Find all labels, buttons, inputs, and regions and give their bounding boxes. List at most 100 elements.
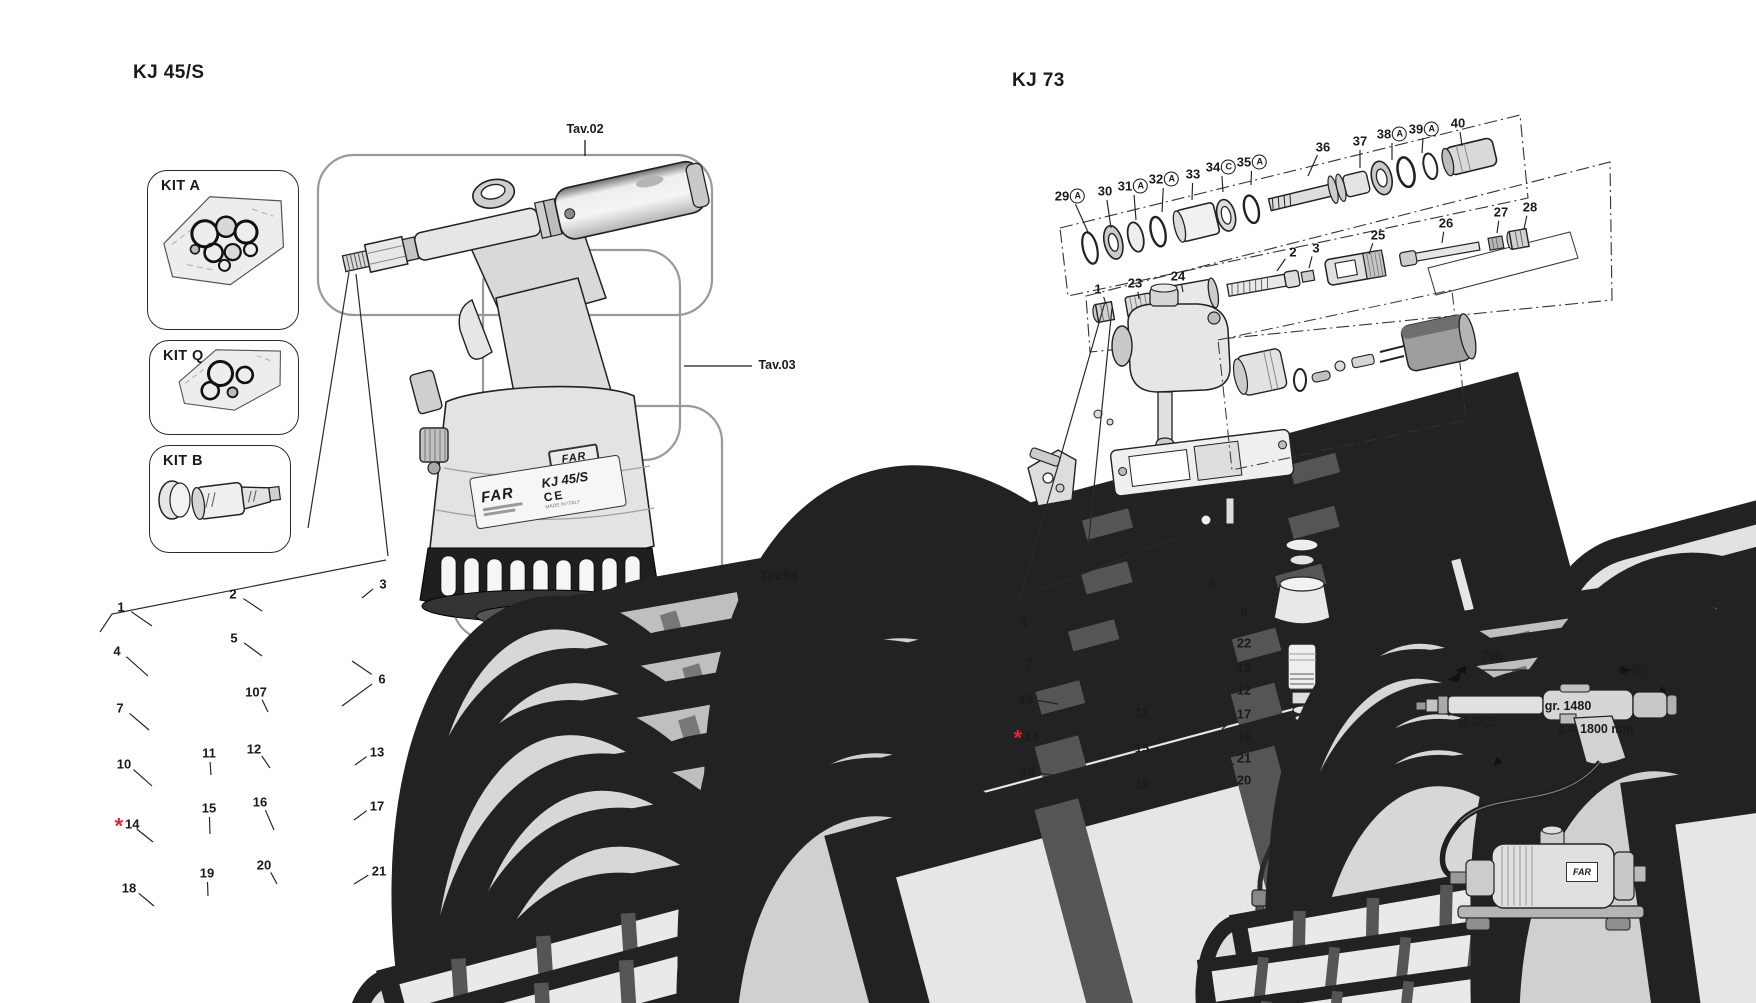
leader-line: [264, 809, 275, 831]
label-text: 2: [229, 586, 237, 602]
leader-line: [243, 642, 263, 657]
leader-line: [1523, 215, 1528, 230]
kit-a-label: KIT A: [161, 178, 201, 194]
kj73-column-part-6: 6: [1240, 606, 1247, 619]
kj45-part-2: 2: [229, 588, 236, 601]
leader-line: [138, 892, 155, 907]
leader-line: [1441, 231, 1445, 244]
label-text: 11: [1135, 704, 1149, 720]
label-text: gr. 1480: [1544, 699, 1592, 713]
leader-line: [341, 683, 373, 707]
leader-line: [136, 828, 154, 843]
kj45-part-11: 11: [202, 747, 216, 760]
kj73-column-part-7: 7: [1025, 658, 1032, 671]
leader-line: [1133, 194, 1137, 221]
label-text: 16: [1236, 728, 1252, 744]
label-text: 11: [202, 745, 216, 761]
kj73-part-28: 28: [1523, 201, 1537, 214]
kj45-title: KJ 45/S: [133, 62, 205, 83]
kj45-part-5: 5: [230, 632, 237, 645]
leader-line: [353, 874, 369, 885]
tav-label-03: Tav.03: [758, 358, 796, 372]
label-text: 7: [1025, 656, 1033, 672]
leader-line: [1074, 203, 1089, 233]
leader-line: [353, 810, 368, 821]
kj73-upper-row: [1081, 137, 1498, 265]
kj45-part-7: 7: [116, 702, 123, 715]
leader-line: [133, 769, 153, 787]
label-text: 34: [1205, 159, 1221, 175]
kj73-part-40: 40: [1451, 117, 1465, 130]
circled-letter-A: A: [1424, 121, 1440, 137]
label-text: 107: [245, 684, 267, 700]
label-text: 17: [1236, 706, 1252, 722]
label-text: 15: [201, 800, 217, 816]
leader-line: [261, 699, 269, 713]
label-text: 10: [116, 756, 132, 772]
label-text: 23: [1127, 275, 1143, 291]
kit-q-label: KIT Q: [163, 348, 204, 364]
kj73-part-23: 23: [1128, 277, 1142, 290]
circled-letter-A: A: [1164, 171, 1180, 187]
leader-line: [1037, 699, 1059, 705]
kj73-column-part-18: 18: [1021, 766, 1035, 779]
label-text: 12: [1236, 682, 1252, 698]
leader-line: [1307, 154, 1319, 177]
kj73-part-33: 33: [1186, 168, 1200, 181]
kj45-part-3: 3: [379, 578, 386, 591]
label-text: 24: [1170, 268, 1186, 284]
leader-line: [125, 656, 149, 677]
label-text: 17: [369, 798, 385, 814]
label-text: 30: [1097, 183, 1113, 199]
kj45-part-1: 1: [117, 601, 124, 614]
kj73-part-2: 2: [1289, 246, 1296, 259]
label-text: 13: [369, 744, 385, 760]
label-text: 27: [1493, 204, 1509, 220]
kj45-part-17: 17: [370, 800, 384, 813]
tav-label-04: Tav.04: [760, 569, 798, 583]
label-text: 26: [1438, 215, 1454, 231]
leader-line: [361, 588, 374, 599]
kj73-part-30: 30: [1098, 185, 1112, 198]
kj73-column-part-16: 16: [1237, 730, 1251, 743]
leader-line: [1308, 256, 1313, 269]
circled-letter-A: A: [1252, 154, 1268, 170]
leader-line: [1223, 644, 1233, 649]
label-text: 4: [113, 643, 121, 659]
kj45-part-13: 13: [370, 746, 384, 759]
label-text: Ø 28,5: [1458, 715, 1496, 729]
kit-q-illustration: [178, 349, 282, 411]
dimension-Ø 50: Ø 50: [1618, 664, 1645, 678]
label-text: 12: [246, 741, 262, 757]
kj73-part-26: 26: [1439, 217, 1453, 230]
leader-line: [209, 761, 212, 776]
plate-brand-block: FAR: [472, 480, 539, 517]
label-text: 21: [371, 863, 387, 879]
label-text: 20: [256, 857, 272, 873]
leader-line: [1123, 776, 1132, 782]
label-text: 1: [1094, 281, 1102, 297]
label-text: 29: [1054, 188, 1070, 204]
kj73-dimension-drawing: [1415, 662, 1678, 931]
kj73-column-part-13: 13: [1237, 662, 1251, 675]
label-text: 28: [1522, 199, 1538, 215]
kj73-column-part-22: 22: [1237, 637, 1251, 650]
kj45-part-10: 10: [117, 758, 131, 771]
dimension-L = 1800 mm: L = 1800 mm: [1558, 722, 1633, 736]
leader-line: [1221, 762, 1235, 775]
kit-q-box: KIT Q: [149, 340, 299, 435]
kit-a-illustration: [163, 196, 285, 286]
label-text: 6: [378, 671, 386, 687]
leader-line: [1106, 199, 1112, 229]
label-text: 22: [1236, 635, 1252, 651]
kj73-column-part-4: 4: [1020, 616, 1027, 629]
dimension-Ø 28,5: Ø 28,5: [1458, 715, 1496, 729]
kj45-part-20: 20: [257, 859, 271, 872]
label-text: 37: [1352, 133, 1368, 149]
leader-line: [1123, 739, 1132, 745]
